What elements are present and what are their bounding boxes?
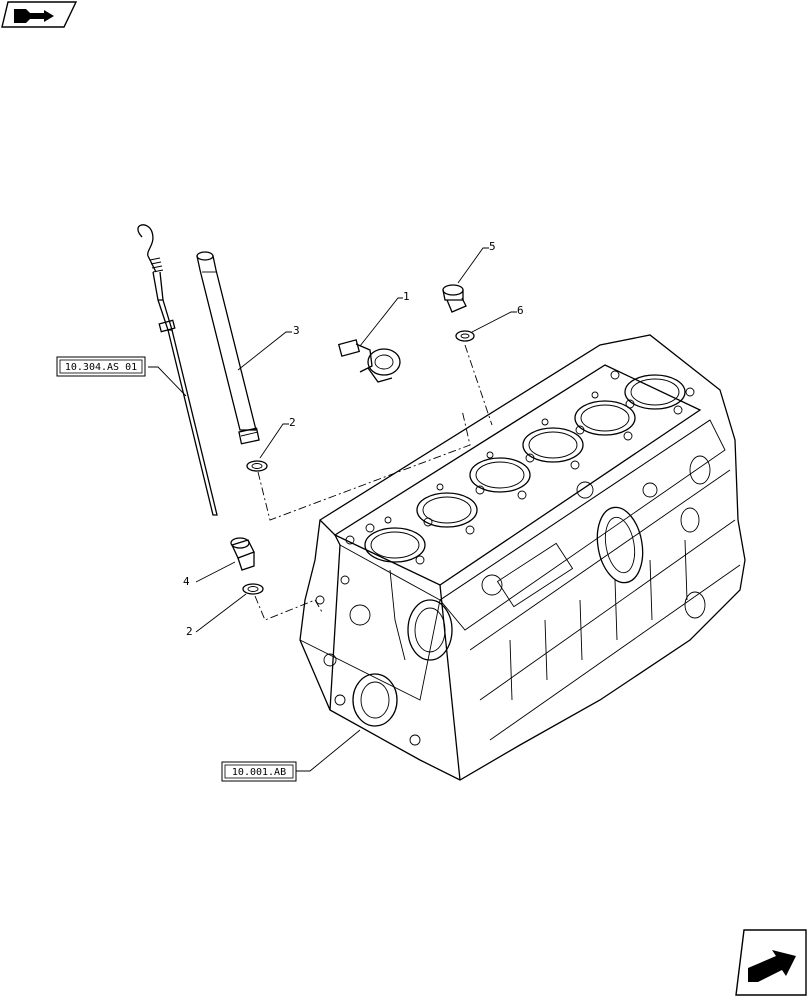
dipstick-tube-part — [196, 251, 260, 445]
cylinder-bores — [364, 374, 686, 563]
dipstick-part — [137, 224, 218, 516]
callout-6: 6 — [517, 304, 524, 317]
previous-page-icon[interactable] — [1, 1, 78, 28]
dipstick-reference-text: 10.304.AS 01 — [65, 362, 137, 373]
block-reference-text: 10.001.AB — [232, 767, 286, 778]
washer-part-upper — [246, 460, 268, 472]
callout-1: 1 — [403, 290, 410, 303]
seal-part — [455, 330, 475, 342]
callout-4: 4 — [183, 575, 190, 588]
next-page-icon[interactable] — [735, 929, 807, 996]
block-reference-box[interactable]: 10.001.AB — [221, 761, 297, 782]
callout-2-lower: 2 — [186, 625, 193, 638]
washer-part-lower — [242, 583, 264, 595]
callout-labels: 1 3 2 5 6 4 2 — [183, 240, 524, 638]
fitting-part — [337, 339, 401, 383]
plug-part — [230, 537, 255, 571]
callout-2-upper: 2 — [289, 416, 296, 429]
callout-5: 5 — [489, 240, 496, 253]
dipstick-reference-box[interactable]: 10.304.AS 01 — [56, 356, 146, 377]
plug-part-top — [442, 284, 467, 313]
engine-block-drawing — [299, 334, 746, 781]
callout-3: 3 — [293, 324, 300, 337]
